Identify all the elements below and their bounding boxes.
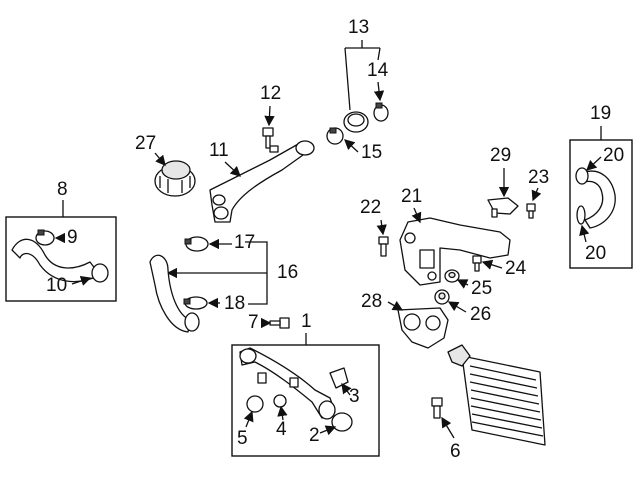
leader-25	[456, 279, 469, 289]
part-3-cap	[329, 367, 349, 389]
part-7-bolt	[269, 317, 290, 329]
part-14-clamp	[373, 102, 389, 122]
bracket-13	[344, 40, 381, 111]
part-27-cap	[154, 160, 196, 197]
part-9-clamp	[35, 229, 55, 246]
part-25-grommet	[444, 269, 460, 283]
part-26-grommet	[434, 289, 450, 305]
part-12-bolt	[262, 127, 274, 149]
callout-17: 17	[234, 232, 256, 253]
leader-23	[531, 187, 542, 202]
part-1-pipe	[239, 347, 336, 420]
part-29-sensor	[487, 197, 519, 218]
callout-20-upper: 20	[603, 145, 625, 166]
callout-26: 26	[470, 304, 492, 325]
leader-15	[344, 139, 359, 153]
intercooler	[447, 344, 546, 446]
leader-26	[447, 301, 467, 313]
part-11-pipe	[209, 140, 315, 223]
part-6-bolt	[431, 397, 443, 419]
callout-7: 7	[248, 312, 259, 333]
callout-27: 27	[135, 133, 157, 154]
part-16-hose	[149, 254, 200, 333]
callout-2: 2	[309, 425, 320, 446]
callout-22: 22	[360, 197, 382, 218]
callout-25: 25	[471, 278, 493, 299]
leader-5	[243, 410, 254, 428]
callout-4: 4	[276, 419, 287, 440]
leader-28	[387, 300, 404, 311]
leader-14	[373, 81, 385, 102]
part-17-clamp	[184, 236, 209, 252]
part-24-bolt	[472, 255, 482, 272]
leader-2	[319, 425, 337, 436]
callout-11: 11	[209, 140, 229, 161]
callout-21: 21	[401, 186, 423, 207]
leader-24	[481, 259, 503, 270]
callout-18: 18	[224, 293, 246, 314]
part-18-clamp	[183, 296, 208, 310]
callout-13: 13	[348, 17, 370, 38]
part-13-coupling	[343, 111, 369, 133]
part-20-clamp-upper	[575, 167, 589, 185]
leader-6	[441, 416, 455, 439]
callout-28: 28	[361, 291, 383, 312]
leader-10	[71, 275, 92, 286]
leader-22	[376, 219, 387, 236]
callout-20-lower: 20	[585, 243, 607, 264]
part-22-bolt	[378, 236, 389, 257]
leader-12	[264, 105, 275, 127]
leader-20-upper	[586, 156, 602, 171]
leader-11	[224, 161, 241, 177]
leader-21	[411, 207, 422, 224]
group-box-8	[5, 216, 117, 302]
part-15-clamp	[326, 127, 344, 145]
callout-19: 19	[590, 103, 612, 124]
leader-20-lower	[579, 224, 590, 243]
leader-27	[154, 152, 166, 166]
callout-12: 12	[260, 83, 282, 104]
callout-29: 29	[490, 145, 512, 166]
callout-8: 8	[57, 179, 68, 200]
part-28-housing	[397, 307, 449, 349]
callout-3: 3	[349, 386, 360, 407]
leader-4	[277, 405, 288, 421]
callout-9: 9	[67, 227, 78, 248]
part-5-cap	[246, 395, 264, 413]
part-10-hose	[11, 238, 109, 283]
callout-15: 15	[361, 142, 383, 163]
leader-3	[341, 382, 352, 396]
part-19-hose	[584, 170, 616, 229]
part-20-clamp-lower	[576, 205, 586, 225]
callout-23: 23	[528, 167, 550, 188]
part-21-manifold	[399, 217, 511, 286]
part-23-bolt	[526, 203, 536, 219]
callout-16: 16	[277, 262, 299, 283]
callout-10: 10	[46, 275, 68, 296]
callout-5: 5	[237, 428, 248, 449]
part-2-gasket	[331, 412, 353, 432]
callout-1: 1	[301, 311, 312, 332]
part-4-cap	[273, 394, 287, 408]
callout-6: 6	[450, 441, 461, 462]
callout-24: 24	[505, 258, 527, 279]
callout-14: 14	[367, 60, 389, 81]
